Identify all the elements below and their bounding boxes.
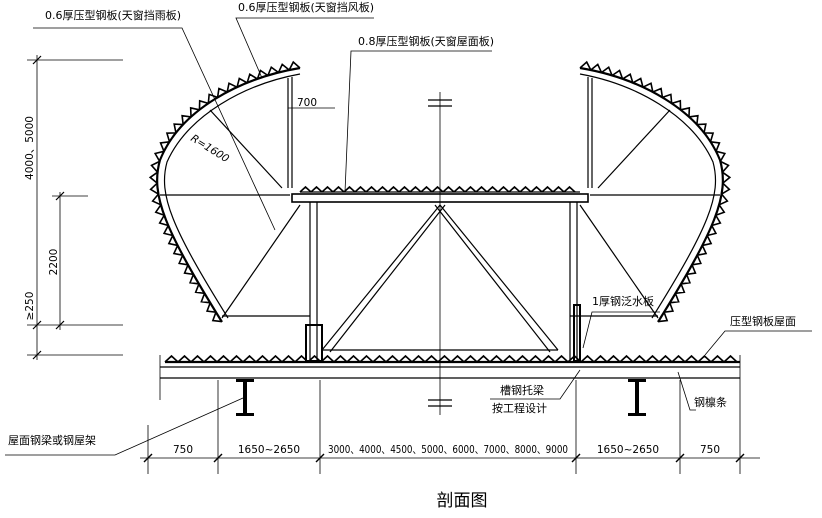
label-roof-panel: 0.8厚压型钢板(天窗屋面板) (358, 34, 494, 48)
label-flashing: 1厚钢泛水板 (592, 294, 654, 308)
label-rain-panel: 0.6厚压型钢板(天窗挡雨板) (45, 8, 181, 22)
corrugation (579, 60, 732, 323)
corrugation (164, 354, 738, 363)
dim-span-options: 3000、4000、4500、5000、6000、7000、8000、9000 (328, 444, 568, 456)
annotations: 0.6厚压型钢板(天窗挡雨板) 0.6厚压型钢板(天窗挡风板) 0.8厚压型钢板… (5, 0, 812, 456)
i-beam-right (628, 379, 646, 416)
label-roof-beam: 屋面钢梁或钢屋架 (8, 433, 96, 447)
drawing-title: 剖面图 (437, 491, 488, 511)
corrugation (299, 185, 576, 193)
dim-height-total: 4000、5000 (24, 116, 36, 180)
dim-range-left: 1650~2650 (238, 444, 300, 456)
horizontal-dimensions: 750 1650~2650 3000、4000、4500、5000、6000、7… (140, 380, 760, 474)
dim-750-left: 750 (173, 444, 193, 456)
dim-700: 700 (297, 97, 317, 109)
label-radius: R=1600 (188, 132, 231, 165)
i-beam-left (236, 379, 254, 416)
label-wind-panel: 0.6厚压型钢板(天窗挡风板) (238, 0, 374, 14)
dim-height-min: ≥250 (24, 292, 36, 321)
dim-range-right: 1650~2650 (597, 444, 659, 456)
dim-height-2200: 2200 (48, 249, 60, 276)
roof-structure (159, 304, 741, 416)
label-roof-surface: 压型钢板屋面 (730, 314, 796, 328)
label-purlin: 钢檩条 (694, 395, 727, 409)
skylight-shell (148, 60, 738, 363)
dim-750-right: 750 (700, 444, 720, 456)
label-channel-beam: 槽钢托梁 (500, 383, 544, 397)
vertical-dimensions: 4000、5000 2200 ≥250 (24, 55, 123, 360)
label-channel-beam-note: 按工程设计 (492, 401, 547, 415)
corrugation (148, 60, 301, 323)
